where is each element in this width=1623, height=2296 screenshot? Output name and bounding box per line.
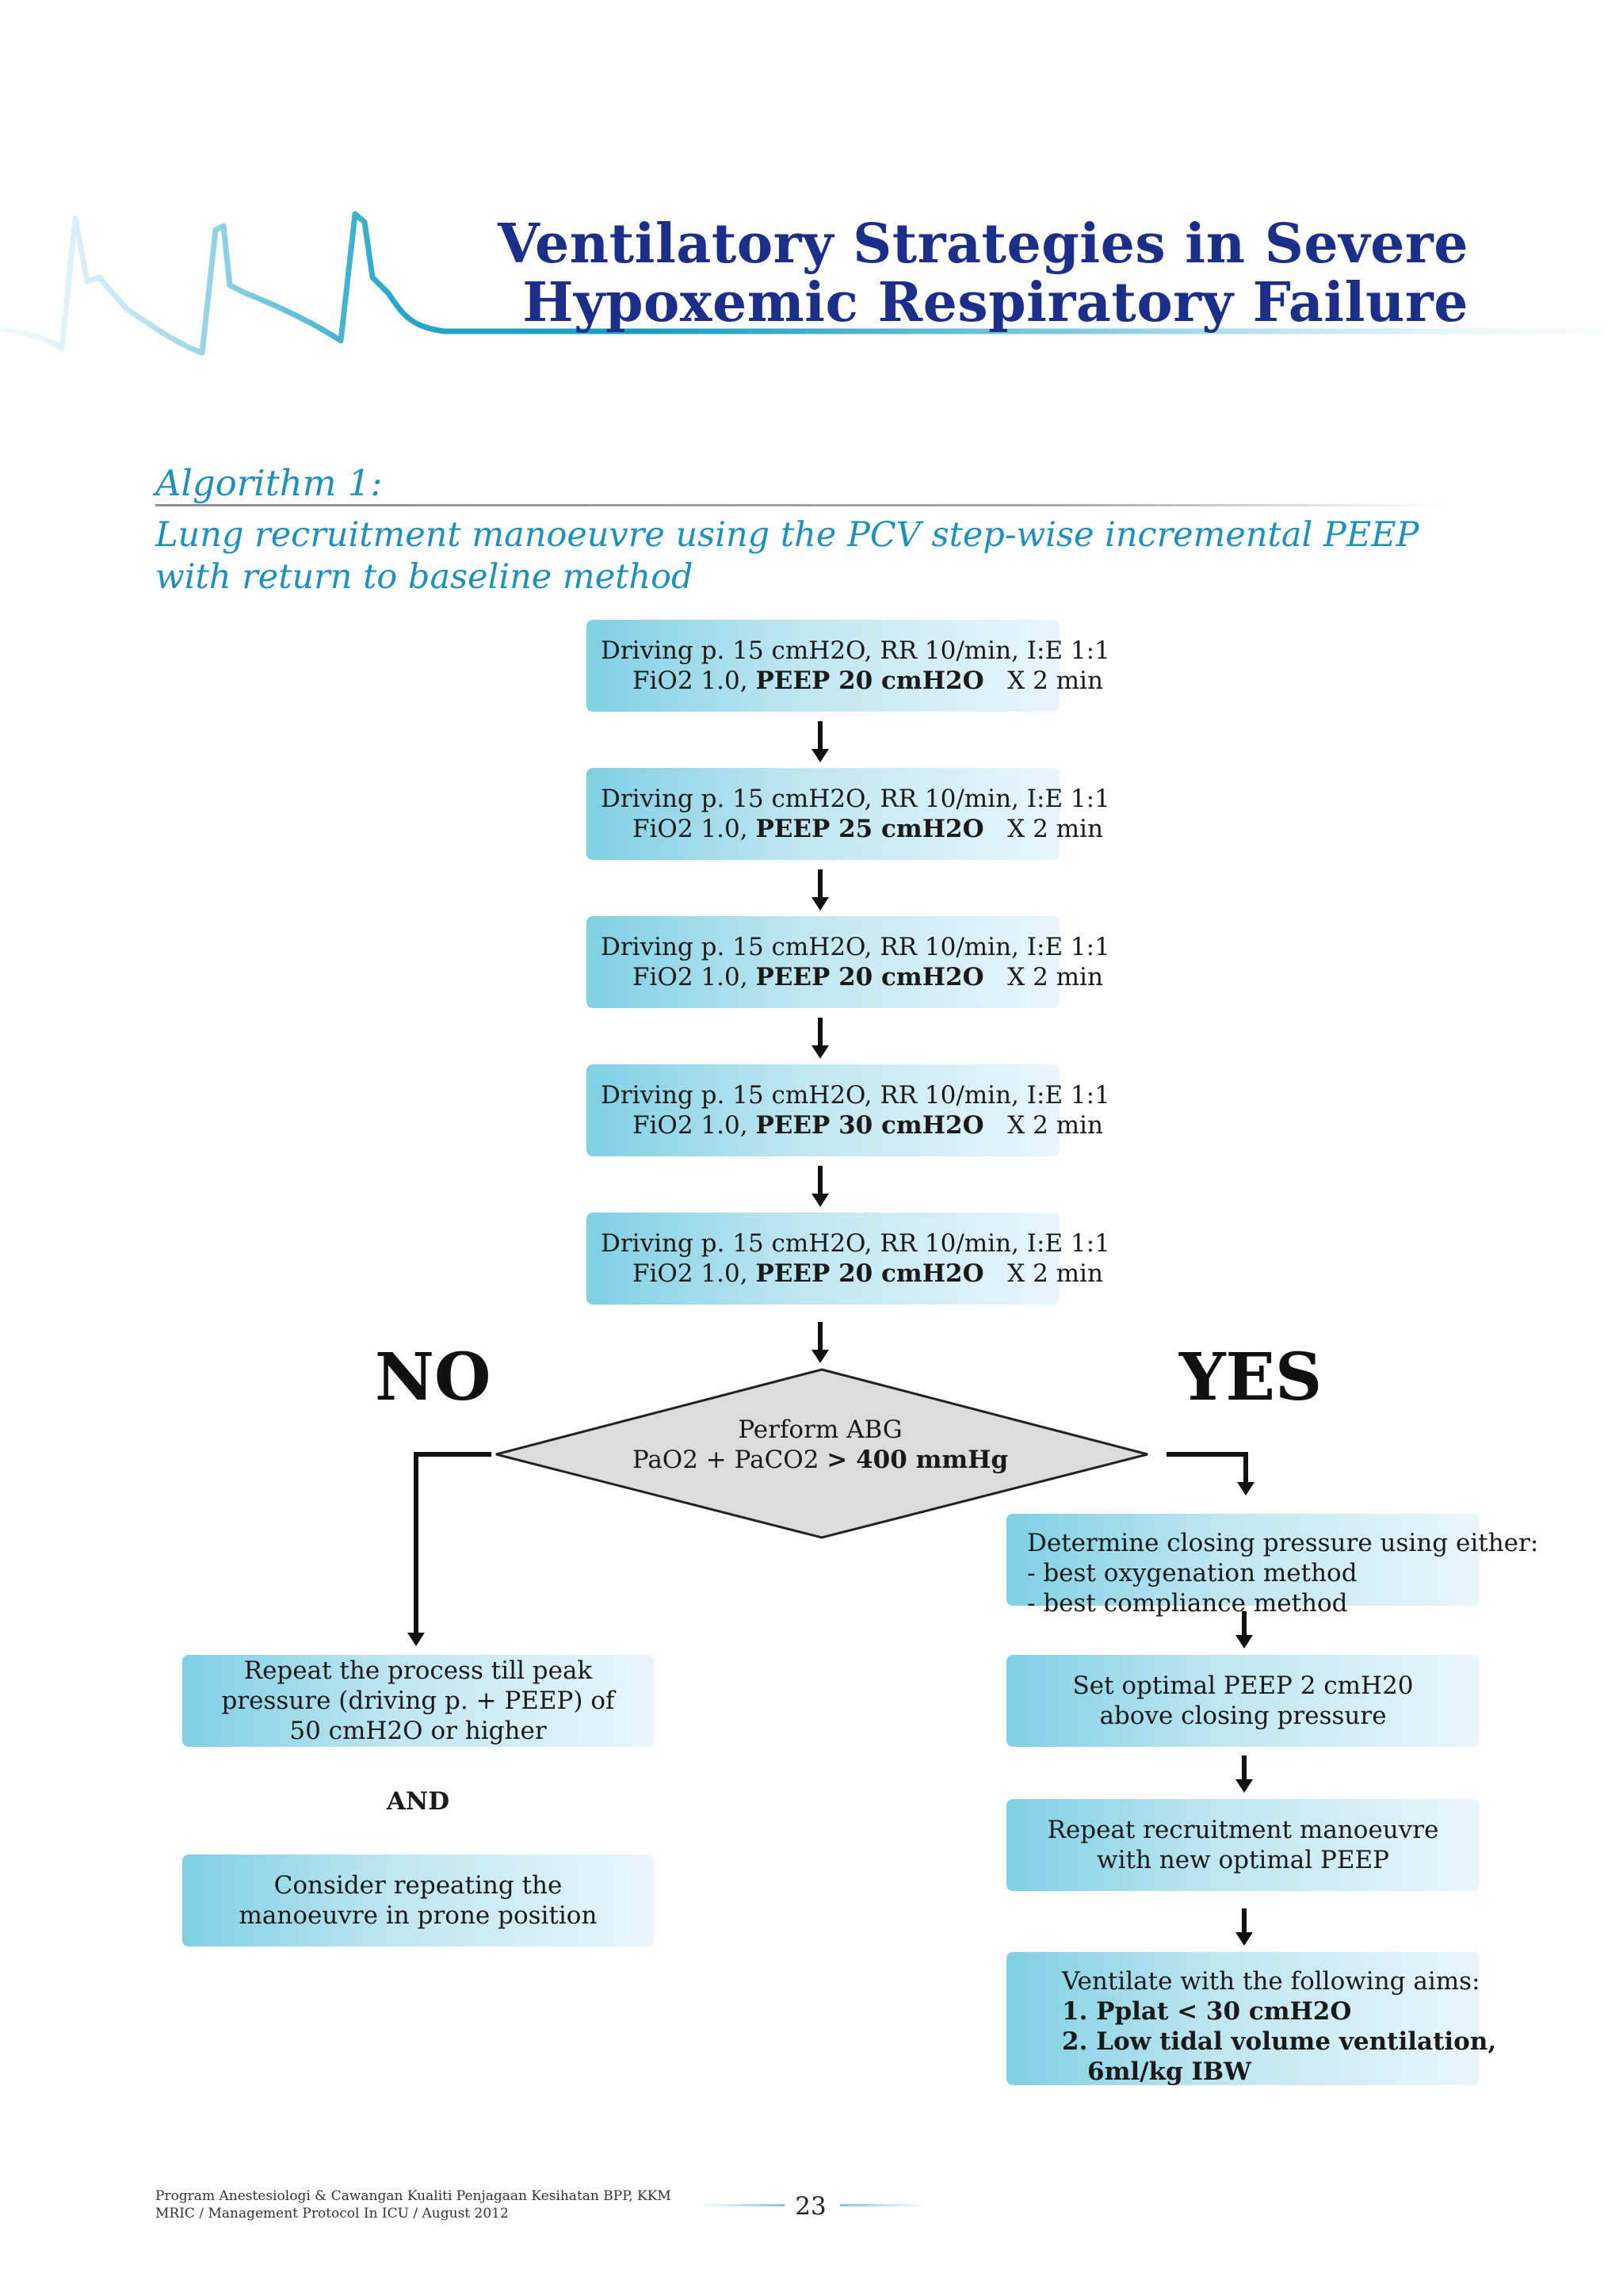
step-4-peep: PEEP 30 cmH2O — [755, 1111, 984, 1140]
step-box-5: Driving p. 15 cmH2O, RR 10/min, I:E 1:1 … — [586, 1213, 1110, 1305]
ventilate-aim-2-cont: 6ml/kg IBW — [1087, 2057, 1251, 2086]
decision-condition: PaO2 + PaCO2 — [632, 1446, 819, 1474]
step-2-peep: PEEP 25 cmH2O — [755, 815, 984, 843]
step-box-2: Driving p. 15 cmH2O, RR 10/min, I:E 1:1 … — [586, 768, 1110, 860]
step-4-line-1: Driving p. 15 cmH2O, RR 10/min, I:E 1:1 — [601, 1081, 1110, 1110]
closing-pressure-box: Determine closing pressure using either:… — [1006, 1514, 1539, 1618]
step-3-line-1: Driving p. 15 cmH2O, RR 10/min, I:E 1:1 — [601, 933, 1110, 961]
decision-diamond — [495, 1368, 1148, 1539]
prone-position-line-1: Consider repeating the — [273, 1871, 563, 1900]
step-3-peep: PEEP 20 cmH2O — [755, 963, 984, 991]
optimal-peep-line-1: Set optimal PEEP 2 cmH20 — [1072, 1671, 1414, 1700]
step-1-peep: PEEP 20 cmH2O — [755, 667, 984, 695]
algorithm-subtitle-line-2: with return to baseline method — [155, 557, 693, 597]
step-1-line-1: Driving p. 15 cmH2O, RR 10/min, I:E 1:1 — [601, 636, 1110, 665]
decision-line-1: Perform ABG — [738, 1415, 903, 1444]
repeat-process-line-1: Repeat the process till peak — [243, 1656, 593, 1685]
and-label: AND — [386, 1787, 450, 1816]
step-box-4: Driving p. 15 cmH2O, RR 10/min, I:E 1:1 … — [586, 1064, 1110, 1156]
algorithm-label: Algorithm 1: — [155, 462, 383, 504]
closing-pressure-line-1: Determine closing pressure using either: — [1027, 1529, 1539, 1557]
page-title-line-2: Hypoxemic Respiratory Failure — [522, 271, 1468, 334]
no-label: NO — [375, 1339, 491, 1415]
footer-rule-right — [840, 2204, 927, 2206]
step-2-fio2: FiO2 1.0, — [632, 815, 748, 843]
repeat-recruitment-line-1: Repeat recruitment manoeuvre — [1047, 1816, 1439, 1844]
no-branch-connector — [414, 1452, 491, 1633]
decision-threshold: > 400 mmHg — [827, 1446, 1009, 1474]
page-title-line-1: Ventilatory Strategies in Severe — [498, 212, 1468, 276]
closing-pressure-line-2: - best oxygenation method — [1027, 1559, 1358, 1587]
step-1-duration: X 2 min — [1007, 667, 1103, 695]
prone-position-box: Consider repeating the manoeuvre in pron… — [182, 1855, 654, 1946]
page-number: 23 — [795, 2192, 827, 2221]
step-5-duration: X 2 min — [1007, 1259, 1103, 1288]
ventilate-aims-title: Ventilate with the following aims: — [1062, 1967, 1480, 1996]
ventilate-aim-1: 1. Pplat < 30 cmH2O — [1062, 1997, 1352, 2026]
footer-line-1: Program Anestesiologi & Cawangan Kualiti… — [155, 2188, 671, 2204]
footer-rule-left — [697, 2204, 785, 2206]
algorithm-subtitle-line-1: Lung recruitment manoeuvre using the PCV… — [155, 515, 1419, 555]
step-box-3: Driving p. 15 cmH2O, RR 10/min, I:E 1:1 … — [586, 916, 1110, 1008]
repeat-process-line-2: pressure (driving p. + PEEP) of — [221, 1687, 615, 1715]
step-4-duration: X 2 min — [1007, 1111, 1103, 1140]
step-2-line-1: Driving p. 15 cmH2O, RR 10/min, I:E 1:1 — [601, 785, 1110, 813]
repeat-recruitment-line-2: with new optimal PEEP — [1097, 1846, 1389, 1874]
prone-position-line-2: manoeuvre in prone position — [239, 1901, 598, 1930]
heading-divider — [155, 504, 1447, 506]
step-3-fio2: FiO2 1.0, — [632, 963, 748, 991]
decision-text: Perform ABG PaO2 + PaCO2 > 400 mmHg — [598, 1415, 1042, 1475]
yes-label: YES — [1179, 1339, 1323, 1415]
footer-line-2: MRIC / Management Protocol In ICU / Augu… — [155, 2206, 509, 2222]
step-5-fio2: FiO2 1.0, — [632, 1259, 748, 1288]
repeat-process-line-3: 50 cmH2O or higher — [289, 1717, 547, 1745]
yes-branch-connector — [1167, 1452, 1248, 1482]
footer-text: Program Anestesiologi & Cawangan Kualiti… — [155, 2187, 671, 2222]
step-5-line-1: Driving p. 15 cmH2O, RR 10/min, I:E 1:1 — [601, 1229, 1110, 1258]
ecg-wave-graphic — [0, 211, 1604, 356]
optimal-peep-line-2: above closing pressure — [1099, 1702, 1387, 1730]
repeat-recruitment-box: Repeat recruitment manoeuvre with new op… — [1006, 1799, 1480, 1891]
step-2-duration: X 2 min — [1007, 815, 1103, 843]
optimal-peep-box: Set optimal PEEP 2 cmH20 above closing p… — [1006, 1655, 1480, 1747]
step-box-1: Driving p. 15 cmH2O, RR 10/min, I:E 1:1 … — [586, 620, 1110, 712]
ventilate-aim-2: 2. Low tidal volume ventilation, — [1062, 2027, 1497, 2056]
step-5-peep: PEEP 20 cmH2O — [755, 1259, 984, 1288]
closing-pressure-line-3: - best compliance method — [1027, 1589, 1348, 1618]
step-1-fio2: FiO2 1.0, — [632, 667, 748, 695]
repeat-process-box: Repeat the process till peak pressure (d… — [182, 1655, 654, 1747]
ventilate-aims-box: Ventilate with the following aims: 1. Pp… — [1006, 1952, 1497, 2086]
step-4-fio2: FiO2 1.0, — [632, 1111, 748, 1140]
step-3-duration: X 2 min — [1007, 963, 1103, 991]
